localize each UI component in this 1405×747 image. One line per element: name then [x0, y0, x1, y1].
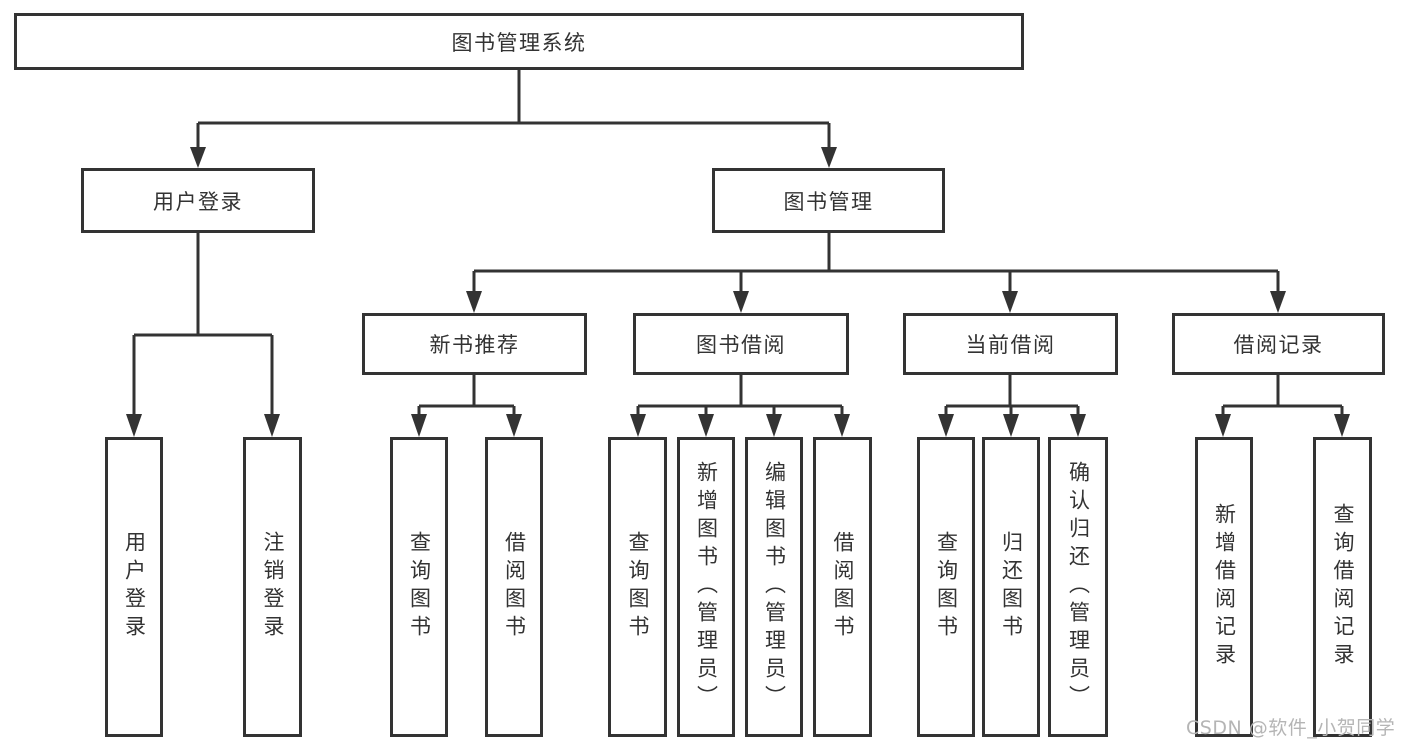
leaf-borrow-books-borrowing: 借阅图书 — [813, 437, 872, 737]
leaf-add-book-admin: 新增图书（管理员） — [677, 437, 735, 737]
leaf-edit-book-admin: 编辑图书（管理员） — [745, 437, 803, 737]
watermark: CSDN @软件_小贺同学 — [1186, 717, 1396, 739]
node-current-borrowing: 当前借阅 — [903, 313, 1118, 375]
leaf-confirm-return-admin: 确认归还（管理员） — [1048, 437, 1108, 737]
leaf-add-borrow-record: 新增借阅记录 — [1195, 437, 1253, 737]
node-book-management: 图书管理 — [712, 168, 945, 233]
leaf-return-books: 归还图书 — [982, 437, 1040, 737]
leaf-user-login: 用户登录 — [105, 437, 163, 737]
node-new-book-recommend: 新书推荐 — [362, 313, 587, 375]
leaf-query-books-current: 查询图书 — [917, 437, 975, 737]
arrowheads — [126, 147, 1350, 437]
leaf-query-borrow-record: 查询借阅记录 — [1313, 437, 1372, 737]
node-book-borrowing: 图书借阅 — [633, 313, 849, 375]
node-borrowing-records: 借阅记录 — [1172, 313, 1385, 375]
leaf-query-books-recommend: 查询图书 — [390, 437, 448, 737]
leaf-query-books-borrowing: 查询图书 — [608, 437, 667, 737]
node-user-login-group: 用户登录 — [81, 168, 315, 233]
node-root-system: 图书管理系统 — [14, 13, 1024, 70]
leaf-logout: 注销登录 — [243, 437, 302, 737]
leaf-borrow-books-recommend: 借阅图书 — [485, 437, 543, 737]
